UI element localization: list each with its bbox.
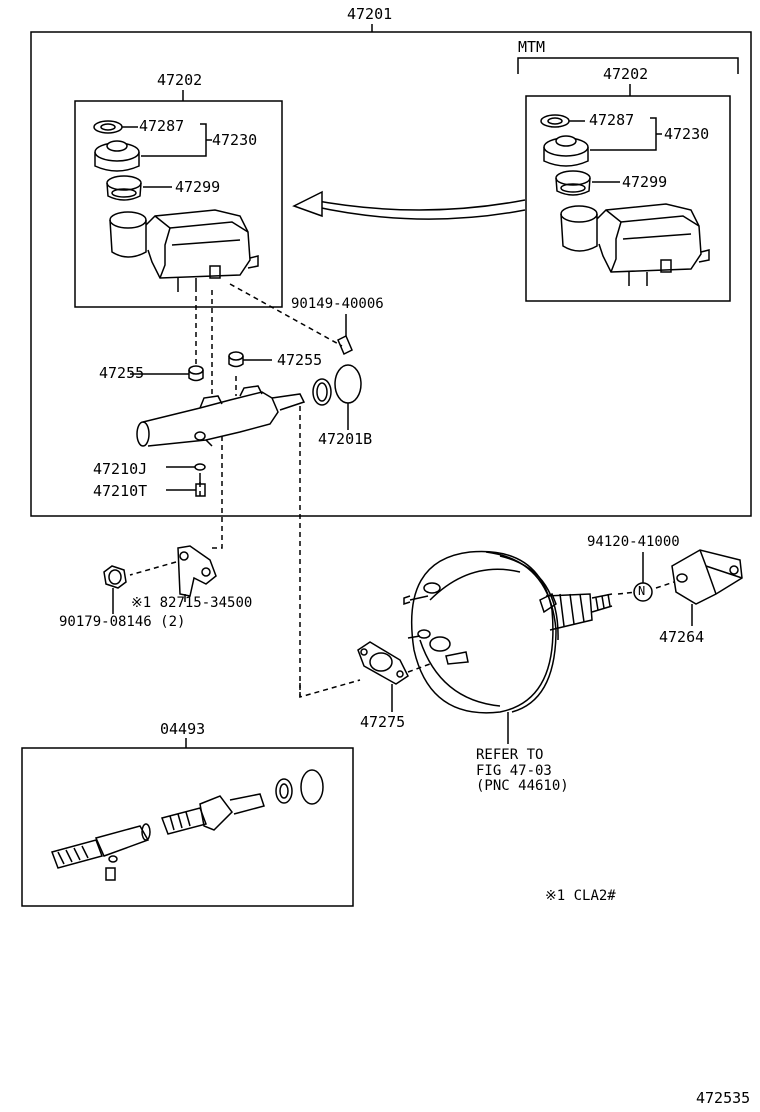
- transfer-arrow: [292, 190, 526, 220]
- reservoir-tank-mtm: [560, 203, 710, 286]
- label-assy: 47201: [347, 5, 393, 23]
- cap-assy-bracket-left: [200, 123, 207, 157]
- reservoir-box-left: [74, 100, 283, 308]
- reservoir-seal-mtm: [555, 170, 591, 196]
- label-union-bolt: 90149-40006: [291, 296, 384, 312]
- kit-seal: [275, 778, 293, 804]
- grommet-right: [228, 351, 272, 368]
- label-cap-gasket: 47287: [139, 117, 185, 135]
- plug: [166, 463, 206, 471]
- label-grommet-left: 47255: [99, 364, 145, 382]
- label-refer-line3: (PNC 44610): [476, 778, 569, 794]
- union-bolt: [337, 314, 353, 356]
- label-grommet-right: 47255: [277, 351, 323, 369]
- footnote: ※1 CLA2#: [545, 888, 616, 904]
- reservoir-tank-left: [109, 209, 259, 292]
- kit-piston-secondary: [161, 793, 265, 835]
- o-ring: [334, 364, 362, 430]
- mounting-bracket: [177, 545, 217, 602]
- repair-kit-box: [21, 747, 354, 907]
- label-mtm-reservoir-seal: 47299: [622, 173, 668, 191]
- label-refer-line2: FIG 47-03: [476, 763, 552, 779]
- cylinder-seal: [312, 378, 332, 406]
- label-mtm-cap-assy: 47230: [664, 125, 710, 143]
- label-pin: 94120-41000: [587, 534, 680, 550]
- label-bracket: ※1 82715-34500: [131, 595, 253, 611]
- cap-assy-bracket-mtm: [650, 117, 657, 151]
- reservoir-box-mtm: [525, 95, 731, 302]
- label-kit: 04493: [160, 720, 206, 738]
- label-nut: 90179-08146 (2): [59, 614, 186, 630]
- label-mtm-reservoir-assy: 47202: [603, 65, 649, 83]
- kit-o-ring: [300, 769, 324, 805]
- cap-gasket-left: [93, 120, 138, 134]
- reservoir-seal-left: [106, 175, 142, 201]
- label-reservoir-seal: 47299: [175, 178, 221, 196]
- mtm-bracket: [517, 57, 739, 74]
- brake-booster: [403, 550, 613, 744]
- label-refer-line1: REFER TO: [476, 747, 544, 763]
- label-o-ring: 47201B: [318, 430, 373, 448]
- label-mtm-heading: MTM: [518, 38, 546, 56]
- cap-mtm: [543, 135, 589, 167]
- label-bleeder: 47210T: [93, 482, 148, 500]
- label-booster-gasket: 47275: [360, 713, 406, 731]
- label-reservoir-assy: 47202: [157, 71, 203, 89]
- cap-gasket-mtm: [540, 114, 585, 128]
- booster-gasket: [357, 641, 409, 712]
- cap-left: [94, 140, 140, 172]
- bleeder: [166, 478, 206, 497]
- master-cylinder: [136, 385, 306, 447]
- label-cap-assy: 47230: [212, 131, 258, 149]
- figure-number: 472535: [696, 1089, 751, 1107]
- guide-lines: [129, 283, 675, 698]
- n-symbol: N: [638, 584, 646, 598]
- nut: [103, 565, 127, 614]
- grommet-left: [160, 365, 204, 382]
- kit-piston-primary: [51, 823, 151, 881]
- label-plug: 47210J: [93, 460, 148, 478]
- label-mtm-cap-gasket: 47287: [589, 111, 635, 129]
- label-clevis: 47264: [659, 628, 705, 646]
- main-assembly-frame: [30, 31, 752, 517]
- clevis: [671, 549, 743, 626]
